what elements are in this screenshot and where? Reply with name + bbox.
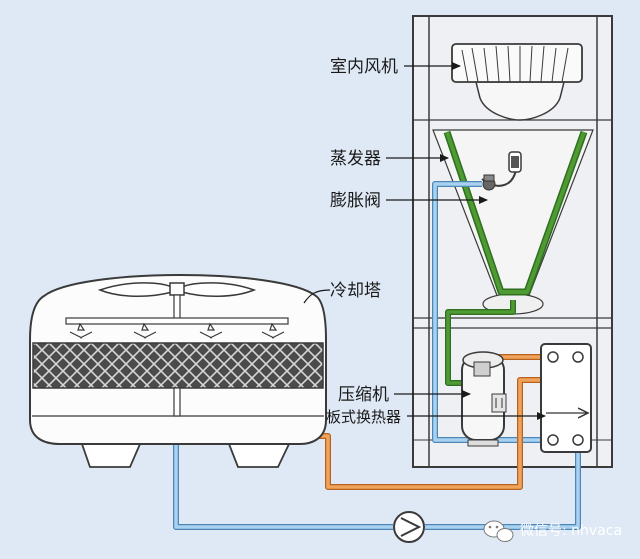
label-plate-heat-exchanger: 板式换热器 [326,408,401,426]
callouts: 室内风机 蒸发器 膨胀阀 冷却塔 压缩机 板式换热器 [303,57,546,426]
refrigerant-pipe [445,300,516,386]
watermark: 微信号: nhvaca [483,520,622,542]
cooling-tower-leader [303,289,331,304]
fan-blades [461,45,569,83]
cooling-tower [29,274,327,468]
pump-icon [393,511,425,543]
label-expansion-valve: 膨胀阀 [330,191,381,211]
indoor-fan [451,43,583,121]
watermark-text: 微信号: nhvaca [520,523,622,539]
expansion-valve [481,151,522,191]
wechat-icon [483,520,514,542]
label-indoor-fan: 室内风机 [330,57,398,77]
label-compressor: 压缩机 [338,385,389,405]
compressor [461,351,507,447]
label-evaporator: 蒸发器 [330,149,381,169]
tower-fan [97,282,257,298]
fill-media [32,342,324,389]
evaporator-coil [432,129,594,315]
label-cooling-tower: 冷却塔 [330,281,381,301]
spray-nozzles [69,322,285,339]
plate-heat-exchanger [540,343,592,453]
